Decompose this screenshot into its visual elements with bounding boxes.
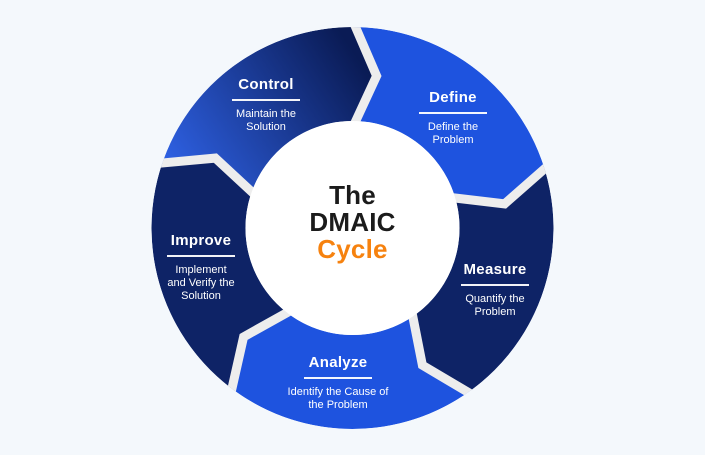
- divider-chevron-top: [348, 27, 382, 130]
- divider-chevron-right: [447, 160, 554, 209]
- divider-chevron-bottom-left: [225, 304, 296, 398]
- divider-chevron-bottom-right: [406, 308, 478, 401]
- center-circle: [245, 121, 460, 335]
- segment-control-shape: [161, 27, 377, 195]
- segment-analyze-shape: [234, 314, 471, 429]
- segment-define-shape: [352, 27, 544, 204]
- title-line-dmaic: DMAIC: [309, 207, 396, 237]
- title-line-the: The: [329, 180, 376, 210]
- title-line-cycle: Cycle: [317, 234, 388, 264]
- segment-measure-shape: [415, 165, 554, 391]
- segment-improve-shape: [151, 158, 290, 391]
- divider-chevron-left: [154, 153, 261, 201]
- diagram-title: The DMAIC Cycle: [252, 182, 453, 263]
